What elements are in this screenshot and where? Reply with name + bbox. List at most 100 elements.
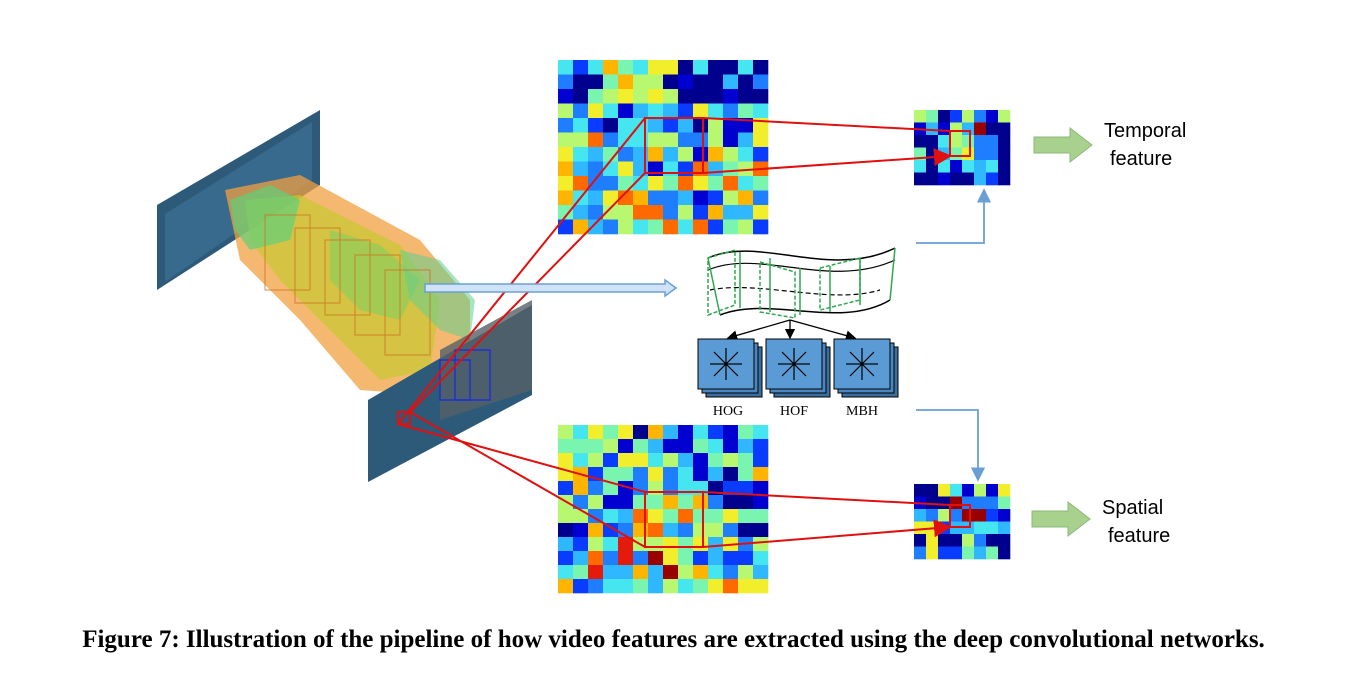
- heatmap-cell: [753, 205, 769, 220]
- heatmap-cell: [974, 147, 987, 161]
- heatmap-cell: [633, 579, 649, 594]
- heatmap-cell: [588, 579, 604, 594]
- heatmap-cell: [998, 534, 1011, 547]
- heatmap-cell: [723, 565, 739, 580]
- heatmap-cell: [753, 537, 769, 552]
- spatial-feature-label-line2: feature: [1108, 525, 1170, 547]
- heatmap-cell: [708, 60, 724, 75]
- heatmap-cell: [633, 509, 649, 524]
- descriptor-mbh: [833, 338, 899, 398]
- heatmap-cell: [723, 190, 739, 206]
- heatmap-cell: [678, 579, 694, 594]
- heatmap-cell: [648, 537, 664, 552]
- heatmap-cell: [633, 551, 649, 566]
- heatmap-cell: [738, 425, 754, 440]
- heatmap-cell: [618, 60, 634, 75]
- heatmap-cell: [926, 509, 939, 522]
- heatmap-cell: [573, 118, 589, 133]
- heatmap-cell: [708, 161, 724, 177]
- heatmap-cell: [648, 190, 664, 206]
- heatmap-cell: [663, 425, 679, 440]
- heatmap-cell: [693, 551, 709, 566]
- heatmap-cell: [678, 467, 694, 482]
- heatmap-cell: [633, 74, 649, 90]
- heatmap-cell: [914, 135, 927, 148]
- heatmap-cell: [603, 467, 619, 482]
- heatmap-cell: [663, 190, 679, 206]
- heatmap-cell: [998, 110, 1011, 123]
- heatmap-cell: [753, 60, 769, 75]
- heatmap-cell: [708, 425, 724, 440]
- heatmap-cell: [998, 172, 1011, 186]
- heatmap-cell: [693, 467, 709, 482]
- heatmap-cell: [558, 190, 574, 206]
- temporal-region-box: [644, 117, 704, 174]
- heatmap-cell: [723, 481, 739, 496]
- heatmap-cell: [558, 481, 574, 496]
- heatmap-cell: [603, 537, 619, 552]
- heatmap-cell: [588, 481, 604, 496]
- spatial-output-arrow: [1031, 500, 1091, 538]
- heatmap-cell: [708, 453, 724, 468]
- blue-connectors: [916, 188, 992, 482]
- heatmap-cell: [603, 425, 619, 440]
- heatmap-cell: [950, 546, 963, 560]
- heatmap-cell: [573, 147, 589, 162]
- heatmap-cell: [588, 425, 604, 440]
- heatmap-cell: [950, 122, 963, 136]
- heatmap-cell: [974, 534, 987, 547]
- heatmap-cell: [573, 537, 589, 552]
- heatmap-cell: [914, 534, 927, 547]
- heatmap-cell: [962, 110, 975, 123]
- heatmap-cell: [950, 534, 963, 547]
- heatmap-cell: [974, 521, 987, 535]
- heatmap-cell: [708, 565, 724, 580]
- heatmap-cell: [974, 122, 987, 136]
- temporal-pooled-feature-map: [914, 110, 1011, 186]
- heatmap-cell: [573, 161, 589, 177]
- heatmap-cell: [723, 523, 739, 538]
- heatmap-cell: [678, 132, 694, 148]
- heatmap-cell: [986, 496, 999, 510]
- heatmap-cell: [573, 579, 589, 594]
- heatmap-cell: [938, 122, 951, 136]
- heatmap-cell: [738, 74, 754, 90]
- heatmap-cell: [974, 496, 987, 510]
- heatmap-cell: [618, 74, 634, 90]
- heatmap-cell: [663, 219, 679, 235]
- heatmap-cell: [693, 205, 709, 220]
- heatmap-cell: [618, 467, 634, 482]
- heatmap-cell: [648, 176, 664, 191]
- heatmap-cell: [603, 89, 619, 104]
- heatmap-cell: [753, 509, 769, 524]
- heatmap-cell: [573, 74, 589, 90]
- descriptor-label-hog: HOG: [713, 404, 743, 419]
- heatmap-cell: [573, 60, 589, 75]
- heatmap-cell: [738, 176, 754, 191]
- heatmap-cell: [998, 147, 1011, 161]
- heatmap-cell: [618, 509, 634, 524]
- heatmap-cell: [938, 509, 951, 522]
- heatmap-cell: [618, 176, 634, 191]
- heatmap-cell: [678, 551, 694, 566]
- heatmap-cell: [723, 205, 739, 220]
- heatmap-cell: [926, 172, 939, 186]
- heatmap-cell: [558, 161, 574, 177]
- heatmap-cell: [633, 176, 649, 191]
- heatmap-cell: [938, 147, 951, 161]
- heatmap-cell: [723, 579, 739, 594]
- heatmap-cell: [663, 132, 679, 148]
- heatmap-cell: [588, 537, 604, 552]
- heatmap-cell: [678, 509, 694, 524]
- heatmap-cell: [588, 439, 604, 454]
- heatmap-cell: [986, 546, 999, 560]
- heatmap-cell: [738, 219, 754, 235]
- heatmap-cell: [663, 205, 679, 220]
- heatmap-cell: [986, 122, 999, 136]
- heatmap-cell: [603, 190, 619, 206]
- heatmap-cell: [678, 161, 694, 177]
- video-volume: [157, 110, 532, 482]
- heatmap-cell: [558, 453, 574, 468]
- heatmap-cell: [962, 160, 975, 173]
- heatmap-cell: [558, 147, 574, 162]
